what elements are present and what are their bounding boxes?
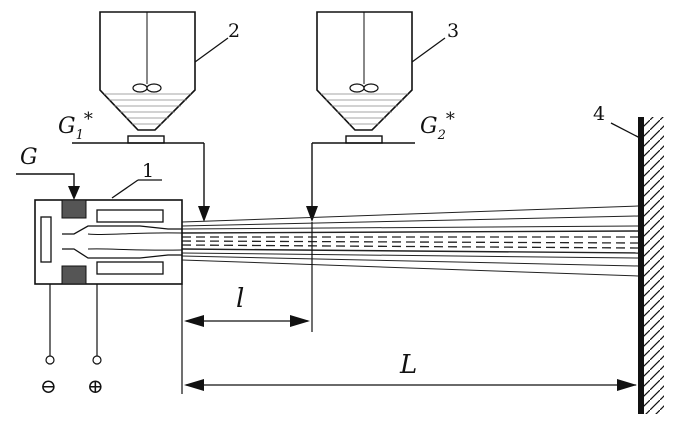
- gun-leader: [111, 179, 139, 199]
- label-gas: G: [20, 145, 38, 170]
- label-feed-2: G2*: [420, 109, 455, 143]
- svg-text:G2*: G2*: [420, 109, 455, 143]
- label-1: 1: [142, 160, 154, 182]
- svg-text:G1*: G1*: [58, 109, 93, 143]
- label-distance-l: l: [236, 284, 244, 314]
- plasma-gun: [34, 199, 183, 285]
- dimension-L: [184, 379, 637, 391]
- spray-jet: [181, 205, 639, 277]
- label-3: 3: [447, 20, 459, 42]
- label-negative: ⊖: [40, 374, 57, 398]
- label-positive: ⊕: [87, 374, 104, 398]
- label-2: 2: [228, 20, 240, 42]
- substrate-wall: [638, 117, 664, 414]
- dimension-l: [181, 222, 313, 394]
- powder-hopper-2: [306, 11, 415, 222]
- label-distance-L: L: [399, 350, 417, 380]
- label-feed-1: G1*: [58, 109, 93, 143]
- electrode-wires: [45, 284, 102, 365]
- label-4: 4: [593, 103, 605, 125]
- gas-inlet-arrow: [16, 173, 80, 200]
- substrate-leader: [610, 122, 641, 139]
- hopper-2-leader: [411, 37, 446, 63]
- powder-hopper-1: [72, 11, 210, 222]
- hopper-1-leader: [194, 37, 229, 63]
